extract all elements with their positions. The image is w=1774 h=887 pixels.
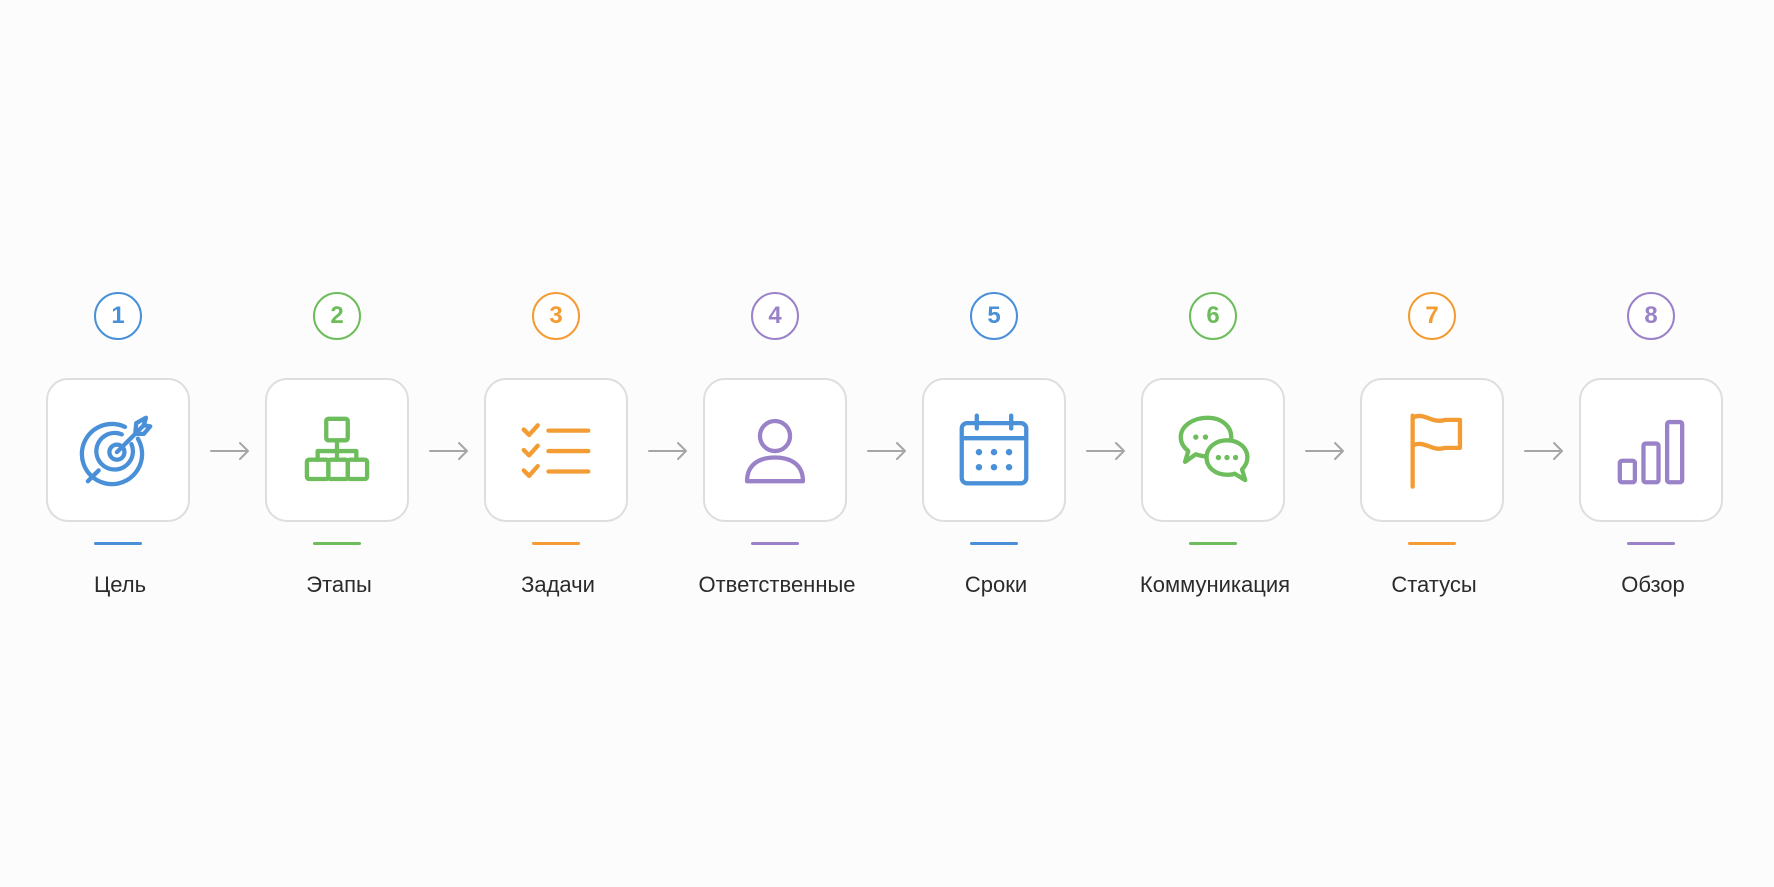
step-card	[265, 378, 409, 522]
step-underline	[970, 542, 1018, 545]
chat-icon	[1170, 407, 1256, 493]
step-number-badge: 4	[751, 292, 799, 340]
step-underline	[1627, 542, 1675, 545]
step-card	[46, 378, 190, 522]
flag-icon	[1389, 407, 1475, 493]
step-underline	[1189, 542, 1237, 545]
step-number-badge: 1	[94, 292, 142, 340]
step-6: 6 Коммуникация	[1105, 0, 1325, 887]
step-label: Ответственные	[698, 572, 856, 597]
step-underline	[532, 542, 580, 545]
arrow-right-icon	[648, 442, 687, 460]
step-number-badge: 6	[1189, 292, 1237, 340]
step-label: Коммуникация	[1139, 572, 1291, 597]
step-card	[922, 378, 1066, 522]
arrow-right-icon	[1086, 442, 1125, 460]
step-label: Обзор	[1621, 572, 1685, 597]
arrow-right-icon	[1305, 442, 1344, 460]
calendar-icon	[951, 407, 1037, 493]
step-underline	[1408, 542, 1456, 545]
step-label: Задачи	[521, 572, 595, 597]
step-number-badge: 8	[1627, 292, 1675, 340]
step-card	[703, 378, 847, 522]
step-label: Статусы	[1391, 572, 1477, 597]
checklist-icon	[513, 407, 599, 493]
step-label: Цель	[93, 572, 147, 597]
step-card	[1141, 378, 1285, 522]
person-icon	[732, 407, 818, 493]
step-7: 7 Статусы	[1324, 0, 1544, 887]
step-4: 4 Ответственные	[667, 0, 887, 887]
step-card	[1579, 378, 1723, 522]
step-5: 5 Сро	[886, 0, 1106, 887]
arrow-right-icon	[1524, 442, 1563, 460]
step-8: 8 Обзор	[1543, 0, 1763, 887]
arrow-right-icon	[867, 442, 906, 460]
step-1: 1 Цель	[10, 0, 230, 887]
target-icon	[75, 407, 161, 493]
step-label: Этапы	[306, 572, 372, 597]
step-number-badge: 3	[532, 292, 580, 340]
step-card	[1360, 378, 1504, 522]
step-label: Сроки	[964, 572, 1028, 597]
bar-chart-icon	[1608, 407, 1694, 493]
step-underline	[94, 542, 142, 545]
step-number-badge: 5	[970, 292, 1018, 340]
step-number-badge: 2	[313, 292, 361, 340]
step-underline	[751, 542, 799, 545]
step-underline	[313, 542, 361, 545]
arrow-right-icon	[210, 442, 249, 460]
arrow-right-icon	[429, 442, 468, 460]
step-number-badge: 7	[1408, 292, 1456, 340]
step-3: 3 Задачи	[448, 0, 668, 887]
step-card	[484, 378, 628, 522]
step-2: 2 Этапы	[229, 0, 449, 887]
hierarchy-icon	[294, 407, 380, 493]
